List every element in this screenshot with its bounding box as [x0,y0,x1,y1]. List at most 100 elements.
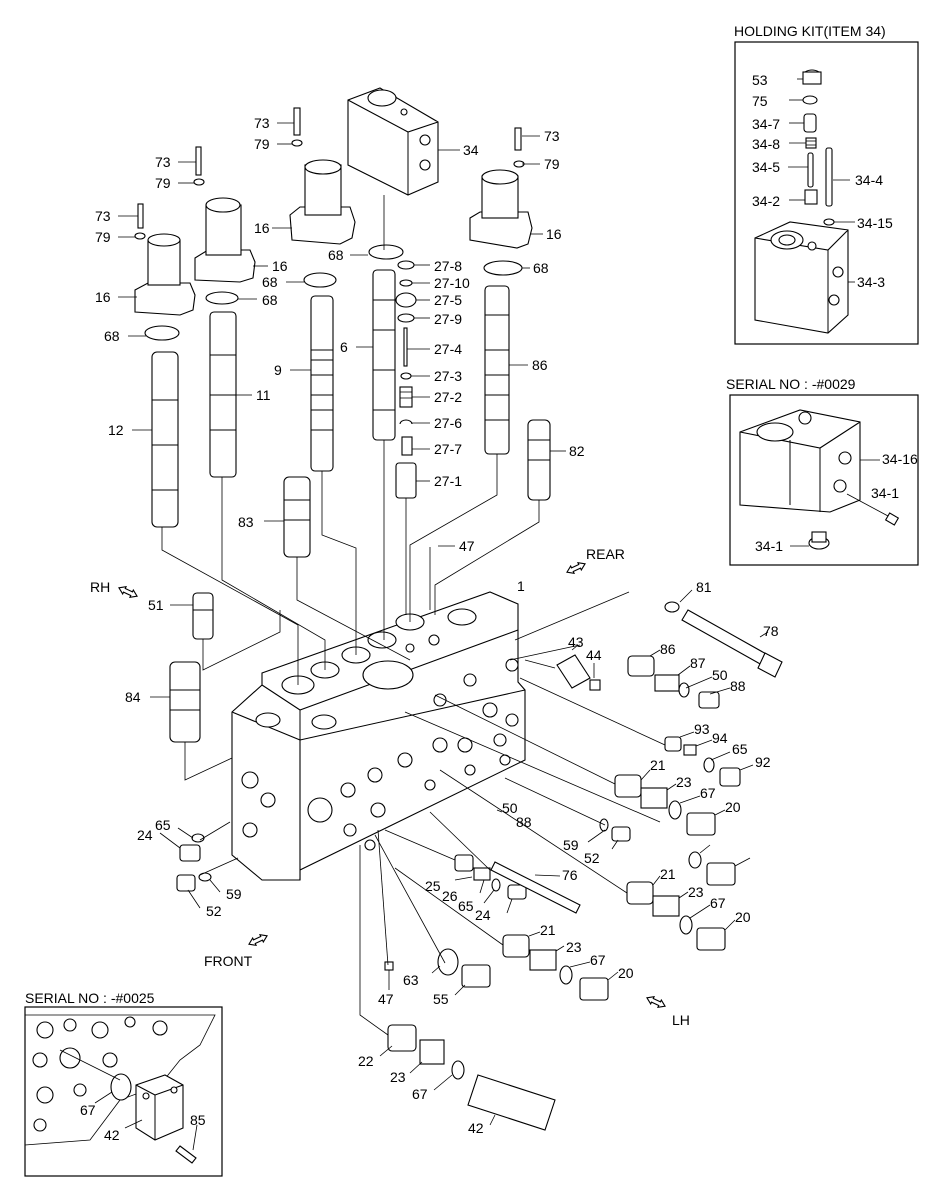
part-label: 34-16 [882,451,918,467]
part-label: 87 [690,655,706,671]
part-label: 50 [502,800,518,816]
part-label: 27-9 [434,311,462,327]
part-label: 1 [517,578,525,594]
part-label: 86 [532,357,548,373]
part-label: 34-1 [755,538,783,554]
part-label: 67 [80,1102,96,1118]
spool-86 [484,285,510,455]
part-label: 34 [463,142,479,158]
part-label: 67 [412,1086,428,1102]
part-label: 47 [378,991,394,1007]
part-label: 68 [262,292,278,308]
part-label: 47 [459,538,475,554]
part-label: 16 [546,226,562,242]
part-label: 27-1 [434,473,462,489]
part-label: 67 [700,785,716,801]
part-label: 34-8 [752,136,780,152]
part-label: 73 [155,154,171,170]
inset-holding-kit-title: HOLDING KIT(ITEM 34) [734,23,886,39]
part-label: 53 [752,72,768,88]
part-label: 68 [533,260,549,276]
part-label: 42 [104,1127,120,1143]
solenoid-center [289,107,356,245]
part-label: 9 [274,362,282,378]
part-label: 24 [137,827,153,843]
part-label: 94 [712,730,728,746]
part-label: 24 [475,907,491,923]
relief-valve-51 [192,592,214,640]
part-label: 67 [710,895,726,911]
part-label: 43 [568,634,584,650]
spool-11 [209,311,237,478]
part-label: 73 [544,128,560,144]
part-label: 21 [540,922,556,938]
part-label: 27-10 [434,275,470,291]
part-label: 59 [563,837,579,853]
part-label: 25 [425,878,441,894]
solenoid-mid-left [193,146,256,283]
direction-arrows [118,561,666,1009]
part-label: 44 [586,647,602,663]
part-label: 42 [468,1120,484,1136]
relief-valve-84 [169,661,201,743]
part-label: 73 [95,208,111,224]
part-label: 85 [190,1112,206,1128]
part-label: 23 [688,884,704,900]
part-label: 79 [95,229,111,245]
part-label: 20 [618,965,634,981]
part-label: 27-2 [434,389,462,405]
spool-9 [310,295,334,472]
part-label: 63 [403,972,419,988]
inset-serial-0025: SERIAL NO : -#0025 67 42 85 [24,990,223,1177]
part-label: 76 [562,867,578,883]
part-label: 12 [108,422,124,438]
part-label: 26 [442,888,458,904]
part-label: 65 [458,898,474,914]
part-label: 68 [104,328,120,344]
part-label: 27-7 [434,441,462,457]
part-labels: 73 79 16 73 79 16 73 79 16 34 68 68 68 6… [95,115,779,1136]
part-label: 82 [569,443,585,459]
part-label: 86 [660,641,676,657]
part-label: 22 [358,1053,374,1069]
part-label: 23 [676,774,692,790]
part-label: 27-6 [434,415,462,431]
part-label: 78 [763,623,779,639]
part-label: 23 [566,939,582,955]
direction-lh-label: LH [672,1012,690,1028]
part-label: 51 [148,597,164,613]
bottom-parts [176,833,609,1131]
part-label: 6 [340,339,348,355]
relief-valve-82 [527,419,551,501]
direction-front-label: FRONT [204,953,253,969]
part-label: 79 [544,156,560,172]
solenoid-right [469,127,533,249]
part-label: 34-2 [752,193,780,209]
part-label: 20 [725,799,741,815]
part-label: 88 [516,814,532,830]
part-label: 73 [254,115,270,131]
part-label: 52 [206,903,222,919]
part-label: 27-5 [434,292,462,308]
part-label: 52 [584,850,600,866]
part-label: 81 [696,579,712,595]
holding-block-34 [347,87,439,196]
part-label: 67 [590,952,606,968]
part-label: 16 [95,289,111,305]
relief-valve-83 [283,476,311,558]
inset-serial-0025-title: SERIAL NO : -#0025 [25,990,155,1006]
part-label: 16 [254,220,270,236]
part-label: 79 [254,136,270,152]
inset-serial-0029-title: SERIAL NO : -#0029 [726,376,856,392]
inset-serial-0029: SERIAL NO : -#0029 34-16 34-1 34-1 [726,376,919,566]
part-label: 34-7 [752,116,780,132]
inset-holding-kit: HOLDING KIT(ITEM 34) 53 75 34-7 34 [734,23,919,345]
part-label: 55 [433,991,449,1007]
part-label: 34-5 [752,159,780,175]
part-label: 83 [238,514,254,530]
part-label: 11 [256,387,271,403]
direction-rh-label: RH [90,579,110,595]
part-label: 50 [712,667,728,683]
part-label: 84 [125,689,141,705]
